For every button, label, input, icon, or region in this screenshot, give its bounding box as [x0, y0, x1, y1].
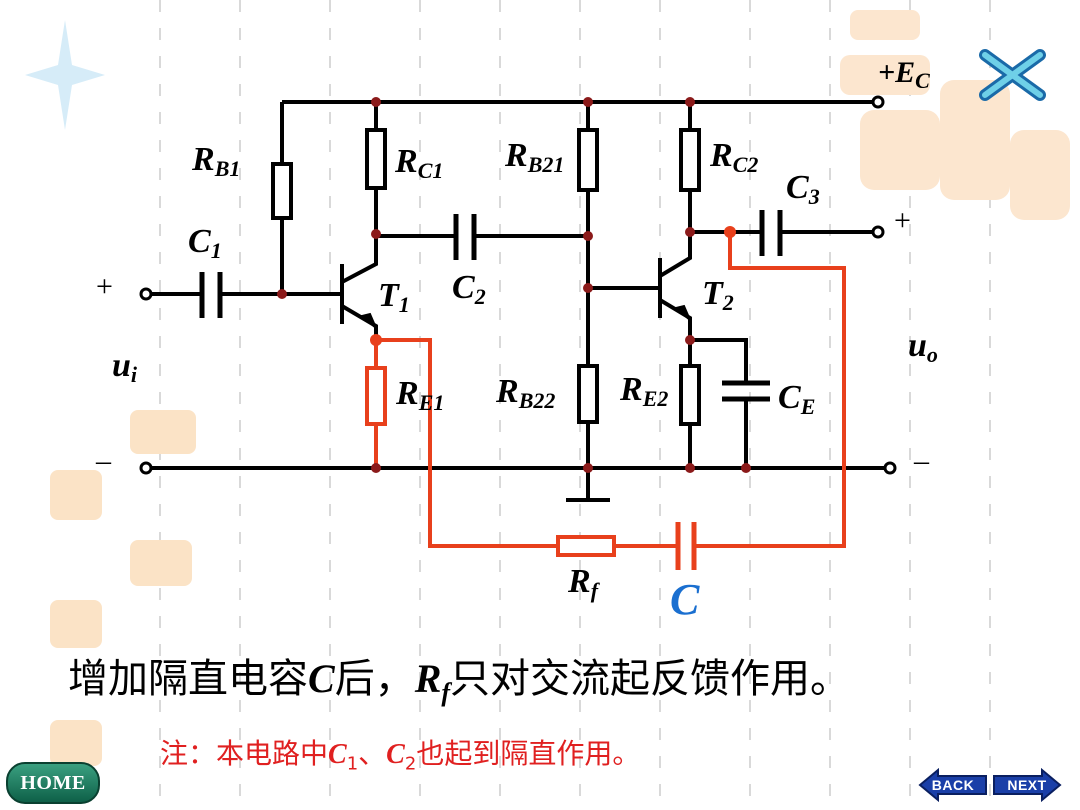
label-rb21: RB21	[504, 137, 564, 177]
resistor-re2	[679, 364, 701, 426]
label-ec: +EC	[878, 56, 930, 93]
label-uo: uo	[908, 327, 938, 367]
label-ui: ui	[112, 347, 138, 387]
capacitor-c2	[453, 214, 477, 260]
capacitor-ce	[722, 380, 770, 402]
label-rc2: RC2	[709, 137, 758, 177]
back-button[interactable]: BACK	[918, 768, 988, 802]
cross-arrows-icon[interactable]	[979, 49, 1046, 101]
next-arrow-icon	[993, 768, 1062, 802]
label-c3: C3	[786, 169, 820, 209]
feedback-path	[365, 232, 846, 570]
label-out-minus: –	[913, 444, 930, 477]
sparkle-icon	[25, 20, 105, 130]
resistor-re1	[365, 366, 387, 426]
resistor-rb22	[577, 364, 599, 424]
resistor-rc2	[679, 128, 701, 192]
label-t1: T1	[378, 277, 410, 317]
resistor-rb21	[577, 128, 599, 192]
next-button[interactable]: NEXT	[992, 768, 1062, 802]
t1-emitter-arrow	[359, 312, 377, 329]
home-button[interactable]: HOME	[6, 762, 100, 804]
label-c1: C1	[188, 223, 222, 263]
label-rb22: RB22	[495, 373, 555, 413]
label-rc1: RC1	[394, 143, 443, 183]
resistor-rc1	[365, 128, 387, 190]
capacitor-c1	[199, 272, 223, 318]
terminal-ec	[871, 95, 885, 109]
seal-watermark-small	[50, 410, 196, 766]
label-c: C	[670, 575, 700, 624]
label-ce: CE	[778, 379, 815, 419]
label-re2: RE2	[619, 371, 668, 411]
junction-nodes	[277, 97, 751, 473]
note: 注：本电路中C1、C2也起到隔直作用。	[160, 737, 641, 775]
terminal-out-plus	[871, 225, 885, 239]
terminal-in-plus	[139, 287, 153, 301]
back-arrow-icon	[918, 768, 987, 802]
label-re1: RE1	[395, 375, 444, 415]
background-grid	[159, 0, 991, 810]
label-t2: T2	[702, 275, 734, 315]
label-in-plus: +	[96, 270, 113, 303]
label-c2: C2	[452, 269, 486, 309]
label-out-plus: +	[894, 204, 911, 237]
capacitor-c3	[759, 210, 783, 256]
resistor-rb1	[271, 162, 293, 220]
label-rb1: RB1	[191, 141, 240, 181]
t2-emitter-arrow	[673, 304, 691, 321]
caption: 增加隔直电容C后，Rf只对交流起反馈作用。	[68, 656, 851, 707]
label-rf: Rf	[567, 563, 601, 603]
terminal-in-minus	[139, 461, 153, 475]
resistor-rf	[556, 535, 616, 557]
label-in-minus: –	[95, 444, 112, 477]
seal-watermark-large	[840, 10, 1070, 220]
terminal-out-minus	[883, 461, 897, 475]
